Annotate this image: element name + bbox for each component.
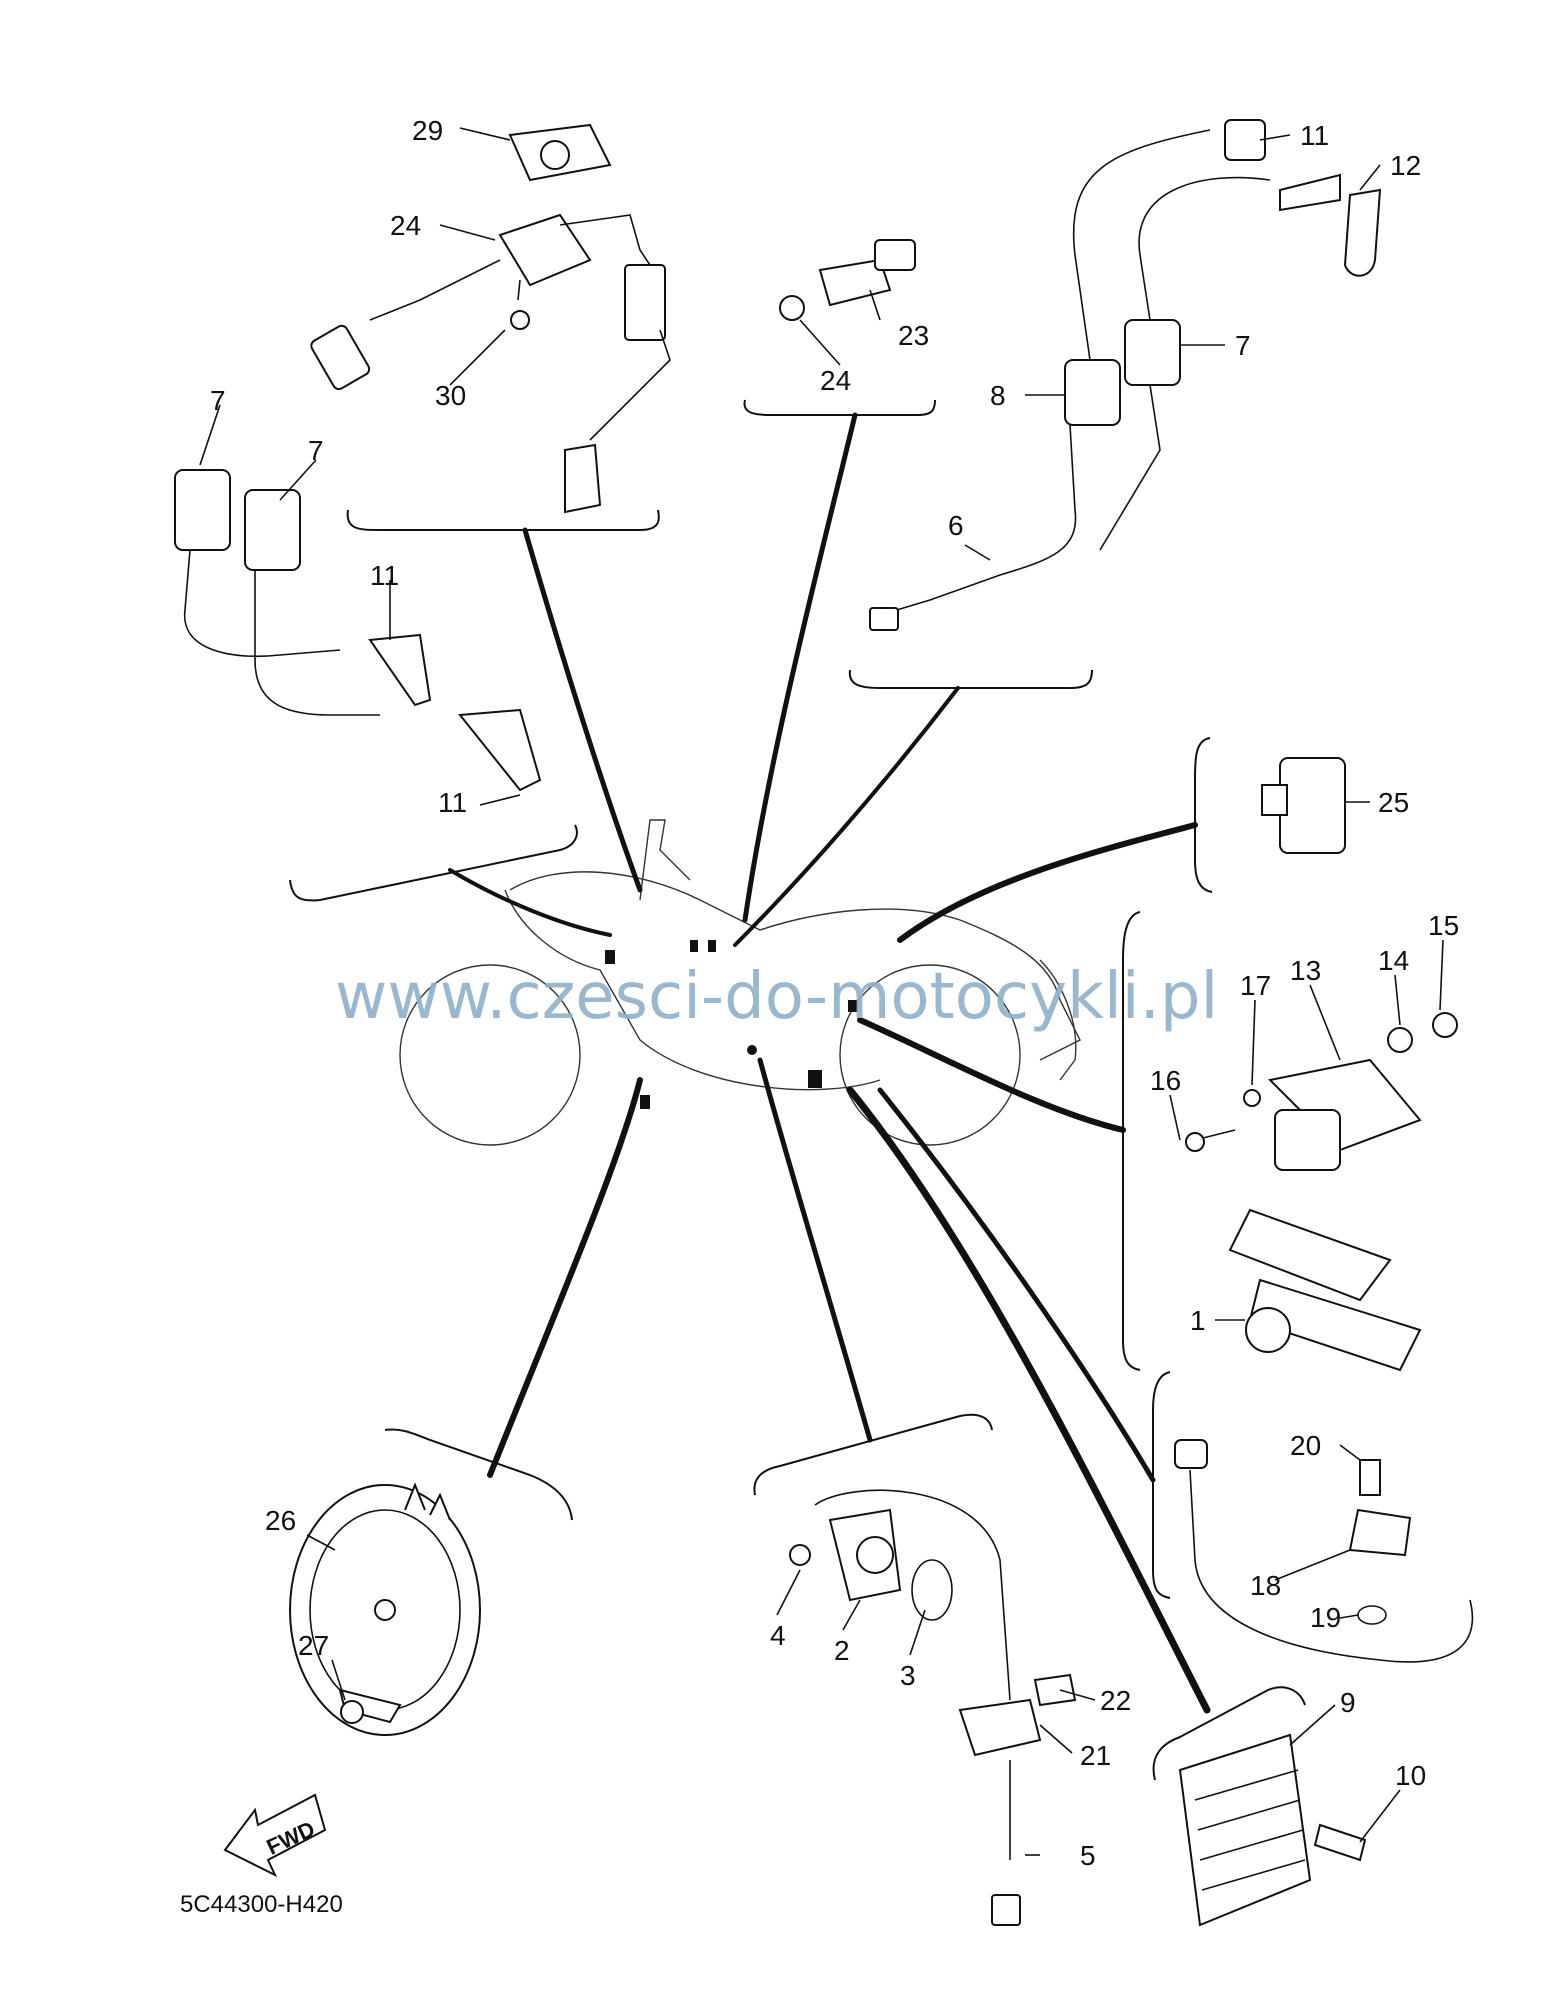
callout-14: 14 (1378, 945, 1409, 976)
callout-6: 6 (948, 510, 964, 541)
diagram-code: 5C44300-H420 (180, 1891, 343, 1918)
callout-5: 5 (1080, 1840, 1096, 1871)
callout-17: 17 (1240, 970, 1271, 1001)
callout-26: 26 (265, 1505, 296, 1536)
part-ignition-coils-right (869, 119, 1382, 631)
part-rectifier-regulator (1178, 1733, 1367, 1927)
part-throttle-position-sensor (1185, 1012, 1458, 1372)
part-thermo-switch (779, 239, 916, 321)
part-neutral-switch (789, 1489, 1011, 1701)
callout-16: 16 (1150, 1065, 1181, 1096)
callout-3: 3 (900, 1660, 916, 1691)
callout-15: 15 (1428, 910, 1459, 941)
callout-23: 23 (898, 320, 929, 351)
callout-30: 30 (435, 380, 466, 411)
callout-4: 4 (770, 1620, 786, 1651)
motorcycle-silhouette (399, 819, 1081, 1146)
callout-1: 1 (1190, 1305, 1206, 1336)
watermark-text: www.czesci-do-motocykli.pl (335, 960, 1218, 1034)
callout-28: 24 (390, 210, 421, 241)
callout-8: 8 (990, 380, 1006, 411)
callout-21: 21 (1080, 1740, 1111, 1771)
callout-7-left-b: 7 (308, 435, 324, 466)
callout-20: 20 (1290, 1430, 1321, 1461)
part-fuel-sender-gasket (508, 123, 612, 182)
callout-9: 9 (1340, 1687, 1356, 1718)
callout-27: 27 (298, 1630, 329, 1661)
callout-24: 24 (820, 365, 851, 396)
leader-lines (448, 412, 1211, 1714)
callout-22: 22 (1100, 1685, 1131, 1716)
callout-12: 12 (1390, 150, 1421, 181)
group-brackets (289, 399, 1306, 1781)
part-horn (289, 1482, 481, 1736)
part-lead-clamp (958, 1673, 1077, 1926)
callout-25: 25 (1378, 787, 1409, 818)
callout-11-top: 11 (1300, 120, 1329, 151)
callout-11-left-top: 11 (370, 560, 399, 591)
part-speed-sensor (1174, 1439, 1474, 1663)
callout-7-left-a: 7 (210, 385, 226, 416)
callout-10: 10 (1395, 1760, 1426, 1791)
part-fuel-sender (310, 213, 671, 514)
callout-18: 18 (1250, 1570, 1281, 1601)
fwd-arrow-icon: FWD (223, 1793, 327, 1878)
part-relay (1261, 757, 1346, 854)
callout-7-right: 7 (1235, 330, 1251, 361)
callout-2: 2 (834, 1635, 850, 1666)
callout-labels: 29 24 30 23 24 11 12 7 8 6 7 7 11 11 25 … (210, 115, 1459, 1871)
callout-11-left-bottom: 11 (438, 787, 467, 818)
callout-19: 19 (1310, 1602, 1341, 1633)
callout-13: 13 (1290, 955, 1321, 986)
callout-29: 29 (412, 115, 443, 146)
callout-leaders (199, 127, 1444, 1856)
part-ignition-coils-left (174, 469, 542, 792)
